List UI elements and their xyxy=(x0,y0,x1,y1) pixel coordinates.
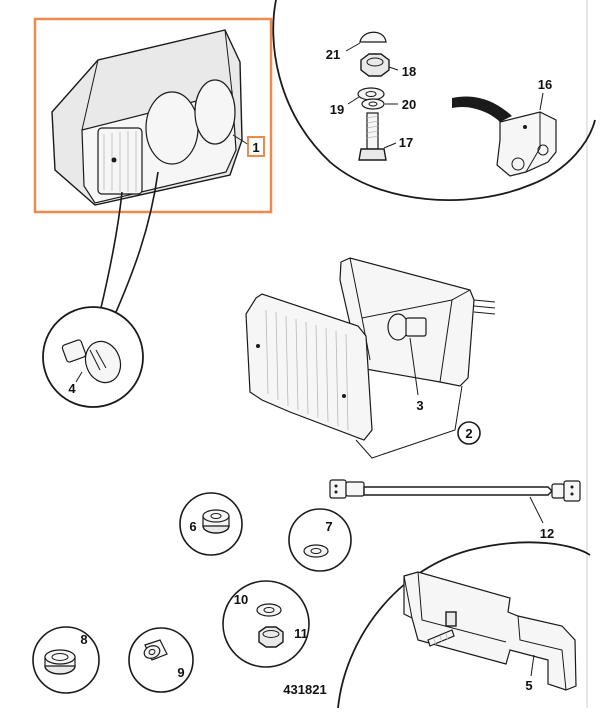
callout-5[interactable]: 5 xyxy=(525,678,532,693)
washer-part-19[interactable] xyxy=(357,87,385,101)
leader-line-17 xyxy=(383,142,397,149)
leader-line-4 xyxy=(75,371,83,383)
hardware-detail-circle xyxy=(272,0,596,201)
callout-17[interactable]: 17 xyxy=(399,135,413,150)
bracket-detail-circle xyxy=(337,541,591,709)
harness-part-12[interactable] xyxy=(329,479,581,502)
callout-4[interactable]: 4 xyxy=(68,381,76,396)
wire-a xyxy=(99,191,123,313)
washer-part-20[interactable] xyxy=(361,98,385,110)
callout-9[interactable]: 9 xyxy=(177,665,184,680)
spacer-detail-circle xyxy=(128,627,194,693)
callout-18[interactable]: 18 xyxy=(402,64,416,79)
washer-part-10[interactable] xyxy=(256,603,282,617)
bracket-part-16[interactable] xyxy=(496,111,557,177)
callout-8[interactable]: 8 xyxy=(80,632,87,647)
callout-19[interactable]: 19 xyxy=(330,102,344,117)
nut-detail-circle xyxy=(222,580,310,668)
lamp-bulb-part-3[interactable] xyxy=(387,313,427,341)
callout-1[interactable]: 1 xyxy=(252,140,259,155)
leader-line-16 xyxy=(539,92,544,111)
spacer-part-9[interactable] xyxy=(142,639,168,661)
highlight-frame xyxy=(33,17,273,214)
callout-21[interactable]: 21 xyxy=(326,47,340,62)
callout-7[interactable]: 7 xyxy=(325,519,332,534)
lamp-assembly-part-1[interactable] xyxy=(51,29,243,206)
leader-line-1 xyxy=(232,134,250,146)
bush-part-8[interactable] xyxy=(44,649,76,675)
leader-line-18 xyxy=(388,66,399,71)
bolt-part-17[interactable] xyxy=(358,112,387,161)
callout-11[interactable]: 11 xyxy=(294,626,308,641)
detail-connector xyxy=(452,96,512,122)
cap-part-21[interactable] xyxy=(359,31,387,43)
leader-line-3 xyxy=(409,337,419,396)
drawing-number: 431821 xyxy=(283,682,326,697)
washer-detail-circle xyxy=(288,508,352,572)
bulb-part-4[interactable] xyxy=(61,336,127,387)
callout-box-1 xyxy=(247,136,265,157)
callout-12[interactable]: 12 xyxy=(540,526,554,541)
callout-2[interactable]: 2 xyxy=(465,426,472,441)
callout-16[interactable]: 16 xyxy=(538,77,552,92)
leader-line-2 xyxy=(355,385,463,459)
grommet-part-6[interactable] xyxy=(202,509,230,534)
callout-circle-2 xyxy=(457,421,481,445)
washer-part-7[interactable] xyxy=(303,544,329,558)
callout-10[interactable]: 10 xyxy=(234,592,248,607)
leader-line-19 xyxy=(347,96,360,105)
wire-b xyxy=(115,171,159,313)
leader-line-5 xyxy=(530,654,535,677)
mounting-bracket-part-5[interactable] xyxy=(403,571,577,691)
leader-line-12 xyxy=(529,496,544,524)
callout-20[interactable]: 20 xyxy=(402,97,416,112)
callout-6[interactable]: 6 xyxy=(189,519,196,534)
leader-line-21 xyxy=(345,42,361,52)
nut-part-11[interactable] xyxy=(258,626,284,648)
nut-part-18[interactable] xyxy=(360,53,390,77)
lens-part-2[interactable] xyxy=(245,293,373,441)
callout-3[interactable]: 3 xyxy=(416,398,423,413)
